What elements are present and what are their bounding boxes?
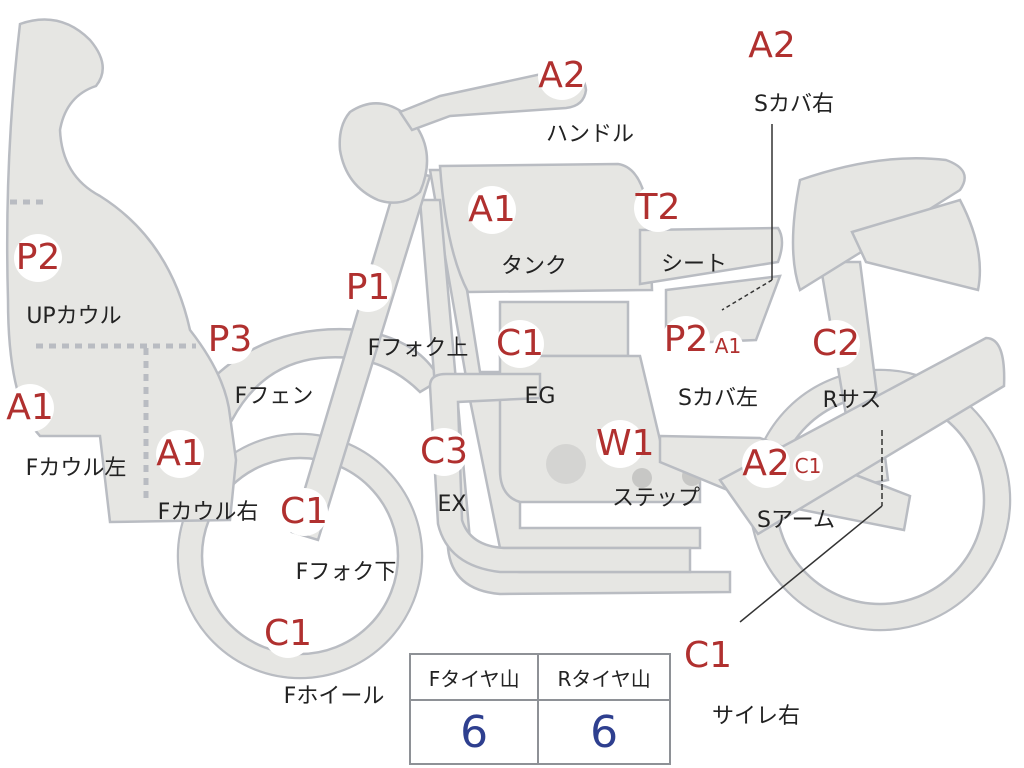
front-tire-header: Fタイヤ山 bbox=[408, 653, 540, 701]
exhaust-label: EX bbox=[437, 492, 467, 517]
seat-shape bbox=[638, 226, 784, 286]
engine-grade: C1 bbox=[496, 320, 544, 368]
engine-label: EG bbox=[524, 384, 556, 409]
front-cowl-shape bbox=[5, 18, 238, 524]
exhaust-shape bbox=[428, 372, 692, 574]
f-cowl-right-label: Fカウル右 bbox=[157, 500, 259, 525]
f-cowl-left-label: Fカウル左 bbox=[25, 456, 127, 481]
cowl-seam-lines bbox=[10, 199, 196, 504]
silencer-right-label: サイレ右 bbox=[711, 704, 801, 729]
tank-grade: A1 bbox=[468, 186, 516, 234]
f-wheel-grade: C1 bbox=[264, 610, 312, 658]
tire-tread-table: Fタイヤ山 Rタイヤ山 6 6 bbox=[408, 653, 671, 765]
tank-label: タンク bbox=[500, 254, 568, 279]
f-cowl-left-grade: A1 bbox=[6, 384, 54, 432]
f-fender-grade: P3 bbox=[206, 316, 254, 364]
f-fork-upper-label: Fフォク上 bbox=[367, 336, 469, 361]
handle-label: ハンドル bbox=[545, 122, 635, 147]
front-tire-value: 6 bbox=[408, 699, 540, 765]
tail-cowl-shape bbox=[850, 198, 982, 292]
exhaust-grade: C3 bbox=[420, 428, 468, 476]
side-cover-left-grade: P2 bbox=[662, 316, 710, 364]
f-wheel-label: Fホイール bbox=[283, 684, 385, 709]
seat-grade: T2 bbox=[634, 184, 682, 232]
f-fork-upper-grade: P1 bbox=[344, 264, 392, 312]
side-cover-left-extra-grade: A1 bbox=[713, 331, 743, 361]
swing-arm-grade: A2 bbox=[742, 440, 790, 488]
rear-suspension-grade: C2 bbox=[812, 320, 860, 368]
swing-arm-label: Sアーム bbox=[757, 508, 835, 533]
f-fender-label: Fフェン bbox=[234, 384, 314, 409]
f-cowl-right-grade: A1 bbox=[156, 430, 204, 478]
step-grade: W1 bbox=[596, 420, 655, 468]
silencer-right-grade: C1 bbox=[684, 632, 732, 680]
up-cowl-grade: P2 bbox=[14, 234, 62, 282]
side-cover-left-label: Sカバ左 bbox=[678, 386, 758, 411]
f-fork-lower-grade: C1 bbox=[280, 488, 328, 536]
side-cover-right-label: Sカバ右 bbox=[754, 92, 834, 117]
leader-lines bbox=[721, 124, 883, 623]
silencer-shape bbox=[718, 336, 1006, 536]
step-label: ステップ bbox=[611, 486, 701, 511]
side-cover-right-grade: A2 bbox=[748, 22, 796, 70]
seat-label: シート bbox=[660, 252, 728, 277]
handle-grade: A2 bbox=[538, 52, 586, 100]
rear-tire-value: 6 bbox=[537, 699, 671, 765]
f-fork-lower-label: Fフォク下 bbox=[295, 560, 397, 585]
up-cowl-label: UPカウル bbox=[26, 304, 122, 329]
rear-tire-header: Rタイヤ山 bbox=[537, 653, 671, 701]
swing-arm-extra-grade: C1 bbox=[793, 451, 823, 481]
rear-suspension-label: Rサス bbox=[822, 388, 882, 413]
